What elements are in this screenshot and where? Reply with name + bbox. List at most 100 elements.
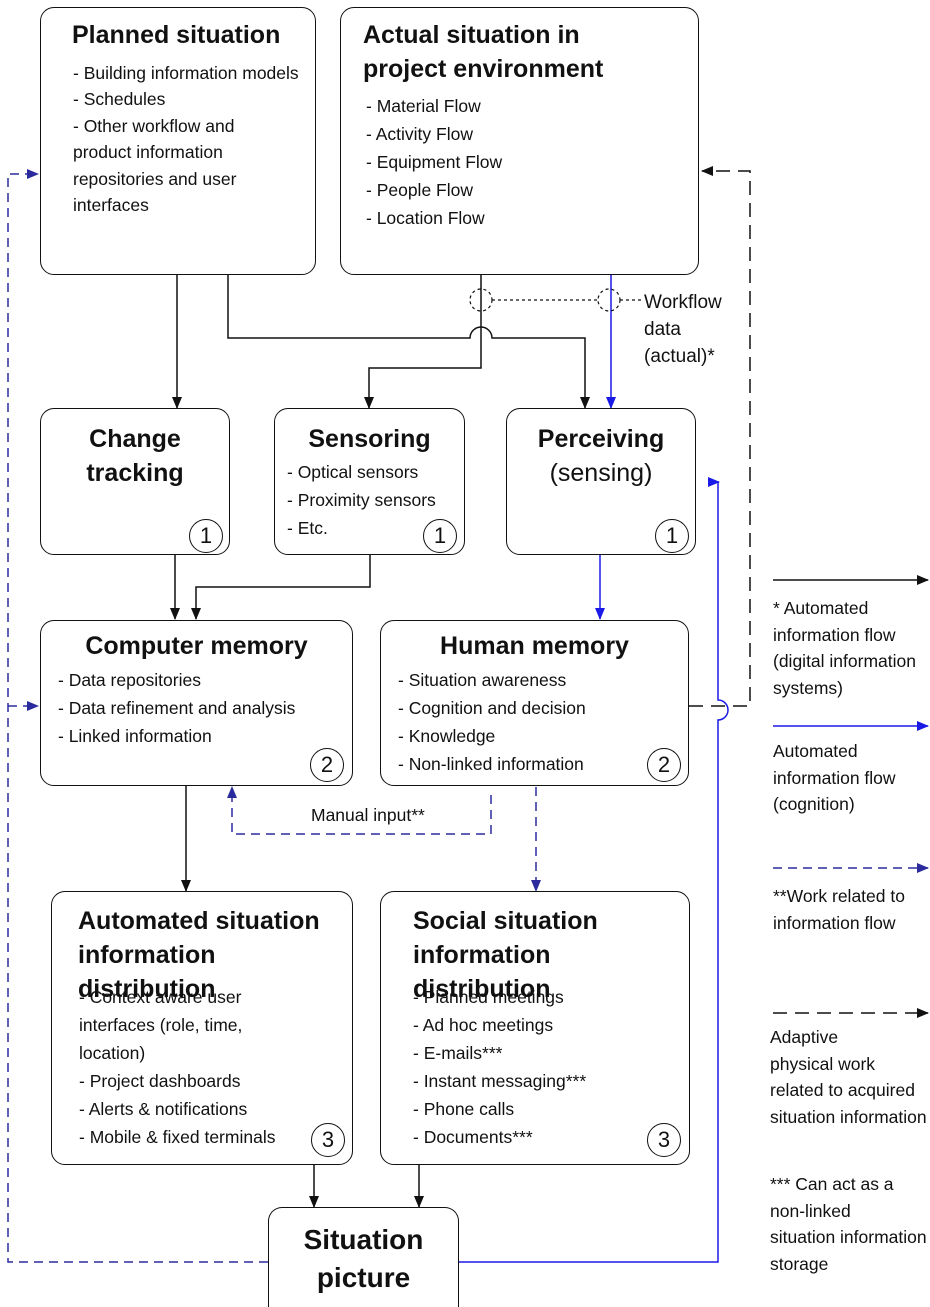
list-item: - People Flow xyxy=(366,180,473,200)
list-item: - Proximity sensors xyxy=(287,490,436,510)
workflow-data-label: Workflow data (actual)* xyxy=(644,289,722,370)
legend-automated-digital: * Automated information flow (digital in… xyxy=(773,595,916,701)
sensoring-title: Sensoring xyxy=(308,425,431,453)
legend-adaptive-physical: Adaptive physical work related to acquir… xyxy=(770,1024,927,1130)
list-item: - Instant messaging*** xyxy=(413,1071,587,1091)
social-distribution-list: - Planned meetings - Ad hoc meetings - E… xyxy=(413,983,586,1151)
list-item: - Linked information xyxy=(58,726,212,746)
step-number-badge: 1 xyxy=(423,519,457,553)
list-item: - Planned meetings xyxy=(413,987,564,1007)
list-item: - Mobile & fixed terminals xyxy=(79,1127,276,1147)
situation-picture-title: Situation picture xyxy=(269,1221,458,1297)
situation-picture-title-line2: picture xyxy=(316,1262,411,1293)
legend-line: * Automated xyxy=(773,598,869,618)
flow-planned-to-perceiving xyxy=(227,275,590,409)
computer-memory-box: Computer memory - Data repositories - Da… xyxy=(40,620,353,786)
legend-line: Automated xyxy=(773,741,858,761)
list-item: - Ad hoc meetings xyxy=(413,1015,554,1035)
automated-distribution-title-line1: Automated situation xyxy=(78,907,320,935)
list-item: - Material Flow xyxy=(366,96,481,116)
legend-line: information flow xyxy=(773,767,896,788)
list-item: - Non-linked information xyxy=(398,754,584,774)
list-item: - Activity Flow xyxy=(366,124,473,144)
list-item: - Data repositories xyxy=(58,670,201,690)
legend-line: (digital information xyxy=(773,651,916,671)
computer-memory-list: - Data repositories - Data refinement an… xyxy=(58,666,295,750)
step-number-badge: 1 xyxy=(655,519,689,553)
automated-distribution-title-line2: information distribution xyxy=(78,941,216,1003)
legend-non-linked: *** Can act as a non-linked situation in… xyxy=(770,1171,927,1277)
list-item: - Building information models xyxy=(73,63,299,83)
flow-human-memory-to-computer-memory xyxy=(227,786,492,835)
computer-memory-title: Computer memory xyxy=(85,632,308,660)
perceiving-title: Perceiving (sensing) xyxy=(507,422,695,490)
legend-line: (cognition) xyxy=(773,794,855,814)
workflow-data-label-line: data xyxy=(644,319,681,340)
step-number-badge: 2 xyxy=(647,748,681,782)
list-item: - Phone calls xyxy=(413,1099,515,1119)
list-item: - Documents*** xyxy=(413,1127,533,1147)
planned-situation-box: Planned situation - Building information… xyxy=(40,7,316,275)
change-tracking-box: Change tracking 1 xyxy=(40,408,230,555)
list-item: product information xyxy=(73,142,223,163)
list-item: - Context aware user xyxy=(79,987,242,1007)
list-item: - Data refinement and analysis xyxy=(58,698,296,718)
legend-line: physical work xyxy=(770,1053,876,1074)
step-number-badge: 3 xyxy=(311,1123,345,1157)
list-item: repositories and user xyxy=(73,168,237,189)
flow-sensoring-to-computer-memory xyxy=(191,555,371,620)
legend-line: related to acquired xyxy=(770,1080,915,1100)
legend-line: information flow xyxy=(773,624,896,645)
situation-picture-box: Situation picture xyxy=(268,1207,459,1307)
human-memory-box: Human memory - Situation awareness - Cog… xyxy=(380,620,689,786)
automated-distribution-title: Automated situation information distribu… xyxy=(78,904,352,1006)
list-item: - Location Flow xyxy=(366,208,485,228)
legend-line: *** Can act as a xyxy=(770,1174,894,1194)
flow-picture-to-planned xyxy=(7,169,268,1263)
automated-distribution-list: - Context aware user interfaces (role, t… xyxy=(79,983,275,1151)
legend-automated-cognition: Automated information flow (cognition) xyxy=(773,738,896,818)
list-item: - Alerts & notifications xyxy=(79,1099,248,1119)
situation-picture-title-line1: Situation xyxy=(303,1224,424,1255)
planned-situation-list: - Building information models - Schedule… xyxy=(73,60,299,218)
list-item: - Situation awareness xyxy=(398,670,567,690)
list-item: interfaces (role, time, xyxy=(79,1015,243,1035)
workflow-tap-right xyxy=(597,288,621,312)
sensoring-list: - Optical sensors - Proximity sensors - … xyxy=(287,458,436,542)
legend-line: systems) xyxy=(773,677,843,698)
list-item: - Etc. xyxy=(287,518,328,538)
actual-situation-title-line1: Actual situation in xyxy=(363,21,580,49)
social-distribution-box: Social situation information distributio… xyxy=(380,891,690,1165)
list-item: location) xyxy=(79,1043,146,1063)
list-item: - Schedules xyxy=(73,89,166,110)
legend-line: **Work related to xyxy=(773,886,905,906)
workflow-data-label-line: Workflow xyxy=(644,292,722,313)
list-item: - Other workflow and xyxy=(73,115,235,136)
actual-situation-title: Actual situation in project environment xyxy=(363,18,603,86)
legend-line: storage xyxy=(770,1253,829,1274)
actual-situation-list: - Material Flow - Activity Flow - Equipm… xyxy=(366,92,502,232)
workflow-data-label-line: (actual)* xyxy=(644,346,715,367)
human-memory-list: - Situation awareness - Cognition and de… xyxy=(398,666,586,778)
social-distribution-title-line1: Social situation xyxy=(413,907,598,935)
change-tracking-title-line1: Change xyxy=(89,425,181,453)
actual-situation-box: Actual situation in project environment … xyxy=(340,7,699,275)
legend-line: situation information xyxy=(770,1106,927,1127)
legend-line: situation information xyxy=(770,1227,927,1247)
manual-input-label: Manual input** xyxy=(311,805,425,825)
list-item: interfaces xyxy=(73,195,149,216)
list-item: - Cognition and decision xyxy=(398,698,586,718)
change-tracking-title-line2: tracking xyxy=(86,459,184,487)
human-memory-title: Human memory xyxy=(440,632,629,660)
automated-distribution-box: Automated situation information distribu… xyxy=(51,891,353,1165)
list-item: - Project dashboards xyxy=(79,1071,241,1091)
list-item: - Knowledge xyxy=(398,726,496,746)
list-item: - Optical sensors xyxy=(287,462,419,482)
perceiving-title-line2: (sensing) xyxy=(549,459,653,487)
flow-picture-to-perceiving xyxy=(459,477,729,1263)
legend-line: information flow xyxy=(773,912,896,933)
flow-actual-to-sensoring xyxy=(364,275,482,409)
actual-situation-title-line2: project environment xyxy=(363,55,604,83)
list-item: - Equipment Flow xyxy=(366,152,503,172)
perceiving-title-line1: Perceiving xyxy=(537,425,665,453)
